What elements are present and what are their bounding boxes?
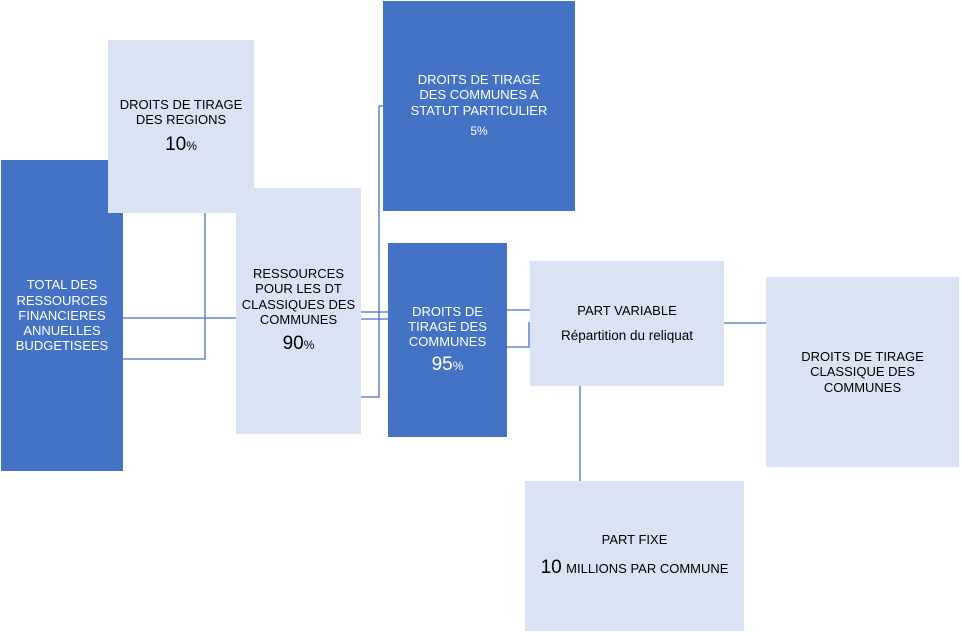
communes-box: DROITS DE TIRAGE DES COMMUNES 95% bbox=[388, 243, 507, 437]
communes-unit: % bbox=[452, 358, 464, 373]
part-variable-label: PART VARIABLE bbox=[577, 303, 677, 319]
part-fixe-label: PART FIXE bbox=[601, 532, 668, 548]
part-fixe-box: PART FIXE 10 MILLIONS PAR COMMUNE bbox=[525, 481, 744, 631]
ressources-share: 90% bbox=[283, 333, 315, 355]
statut-particulier-value: 5% bbox=[470, 123, 488, 138]
part-variable-sub: Répartition du reliquat bbox=[560, 327, 694, 343]
classique-box: DROITS DE TIRAGE CLASSIQUE DES COMMUNES bbox=[766, 277, 959, 467]
statut-particulier-label: DROITS DE TIRAGE DES COMMUNES A STATUT P… bbox=[410, 72, 548, 118]
ressources-unit: % bbox=[303, 338, 315, 353]
classique-label: DROITS DE TIRAGE CLASSIQUE DES COMMUNES bbox=[801, 349, 924, 395]
part-fixe-value: 10 bbox=[540, 557, 562, 579]
total-resources-box: TOTAL DES RESSOURCES FINANCIERES ANNUELL… bbox=[1, 160, 123, 471]
communes-value: 95 bbox=[431, 353, 453, 375]
connector-ressources-statut bbox=[361, 105, 383, 398]
ressources-value: 90 bbox=[282, 333, 304, 355]
communes-share: 95% bbox=[432, 354, 464, 376]
regions-value: 10 bbox=[165, 133, 187, 155]
part-variable-box: PART VARIABLE Répartition du reliquat bbox=[530, 261, 724, 386]
part-fixe-unit: MILLIONS PAR COMMUNE bbox=[566, 561, 729, 577]
part-fixe-amount: 10 MILLIONS PAR COMMUNE bbox=[541, 557, 729, 579]
total-resources-label: TOTAL DES RESSOURCES FINANCIERES ANNUELL… bbox=[15, 277, 109, 354]
connector-communes-variable-b bbox=[507, 322, 530, 348]
communes-label: DROITS DE TIRAGE DES COMMUNES bbox=[408, 303, 487, 350]
regions-unit: % bbox=[186, 138, 197, 153]
ressources-label: RESSOURCES POUR LES DT CLASSIQUES DES CO… bbox=[241, 266, 356, 328]
regions-box: DROITS DE TIRAGE DES REGIONS 10% bbox=[108, 40, 254, 213]
connector-total-regions bbox=[123, 213, 206, 360]
regions-label: DROITS DE TIRAGE DES REGIONS bbox=[119, 96, 243, 128]
regions-share: 10% bbox=[165, 134, 197, 156]
statut-particulier-box: DROITS DE TIRAGE DES COMMUNES A STATUT P… bbox=[383, 1, 575, 211]
ressources-box: RESSOURCES POUR LES DT CLASSIQUES DES CO… bbox=[236, 188, 361, 434]
